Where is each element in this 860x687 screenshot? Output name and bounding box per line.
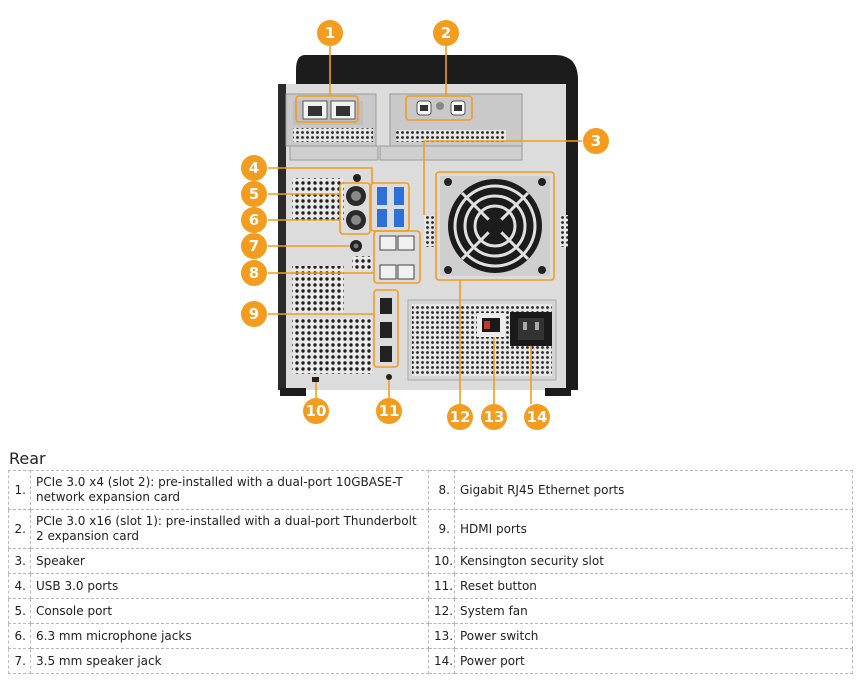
- svg-text:3: 3: [591, 132, 601, 150]
- rj45-port-icon: [397, 235, 415, 251]
- console-port: [353, 174, 361, 182]
- legend-text: 6.3 mm microphone jacks: [30, 623, 429, 649]
- svg-text:1: 1: [325, 24, 335, 42]
- pcie-slot-2: [285, 93, 379, 161]
- callout-12: 12: [447, 404, 473, 430]
- kensington-slot: [312, 377, 319, 382]
- svg-text:5: 5: [249, 185, 259, 203]
- legend-row: 2. PCIe 3.0 x16 (slot 1): pre-installed …: [8, 509, 853, 549]
- callout-6: 6: [241, 207, 267, 233]
- reset-button: [386, 374, 392, 380]
- hdmi-port-icon: [380, 298, 392, 314]
- pcie-slot-1: [379, 93, 523, 161]
- speaker-grille: [424, 215, 568, 247]
- legend-row: 6. 6.3 mm microphone jacks 13. Power swi…: [8, 623, 853, 649]
- svg-text:4: 4: [249, 159, 259, 177]
- vent-left-bottom: [292, 318, 372, 374]
- legend-number: 5.: [8, 598, 31, 624]
- microphone-jacks: [346, 186, 366, 230]
- callout-1: 1: [317, 20, 343, 46]
- legend-text: PCIe 3.0 x16 (slot 1): pre-installed wit…: [30, 509, 429, 549]
- legend-number: 8.: [428, 470, 455, 510]
- section-title: Rear: [9, 449, 46, 468]
- vent-left-small: [352, 256, 372, 270]
- legend-number: 14.: [428, 648, 455, 674]
- legend-number: 13.: [428, 623, 455, 649]
- usb-port-icon: [377, 187, 387, 205]
- thunderbolt-port-icon: [416, 100, 432, 116]
- svg-text:14: 14: [527, 408, 548, 426]
- legend-number: 11.: [428, 573, 455, 599]
- legend-number: 9.: [428, 509, 455, 549]
- svg-text:11: 11: [379, 402, 400, 420]
- svg-text:10: 10: [306, 402, 327, 420]
- thunderbolt-port-icon: [450, 100, 466, 116]
- legend-text: Kensington security slot: [454, 548, 853, 574]
- svg-text:9: 9: [249, 305, 259, 323]
- legend-text: Gigabit RJ45 Ethernet ports: [454, 470, 853, 510]
- hdmi-port-icon: [380, 346, 392, 362]
- legend-text: System fan: [454, 598, 853, 624]
- legend-number: 6.: [8, 623, 31, 649]
- svg-text:6: 6: [249, 211, 259, 229]
- legend-number: 4.: [8, 573, 31, 599]
- gigabit-ethernet-ports: [379, 235, 415, 280]
- legend-text: Console port: [30, 598, 429, 624]
- legend-text: 3.5 mm speaker jack: [30, 648, 429, 674]
- usb-port-icon: [394, 209, 404, 227]
- usb-ports: [377, 187, 404, 227]
- rj45-port-icon: [379, 235, 397, 251]
- rj45-port-icon: [302, 100, 328, 120]
- callout-11: 11: [376, 398, 402, 424]
- legend-number: 2.: [8, 509, 31, 549]
- callout-7: 7: [241, 233, 267, 259]
- callout-14: 14: [524, 404, 550, 430]
- legend-text: HDMI ports: [454, 509, 853, 549]
- usb-port-icon: [377, 209, 387, 227]
- legend-row: 1. PCIe 3.0 x4 (slot 2): pre-installed w…: [8, 470, 853, 510]
- callout-9: 9: [241, 301, 267, 327]
- rj45-port-icon: [330, 100, 356, 120]
- legend-number: 12.: [428, 598, 455, 624]
- legend-number: 1.: [8, 470, 31, 510]
- legend-number: 10.: [428, 548, 455, 574]
- legend-text: PCIe 3.0 x4 (slot 2): pre-installed with…: [30, 470, 429, 510]
- legend-row: 7. 3.5 mm speaker jack 14. Power port: [8, 648, 853, 674]
- callout-8: 8: [241, 260, 267, 286]
- callout-4: 4: [241, 155, 267, 181]
- legend-text: Reset button: [454, 573, 853, 599]
- rj45-port-icon: [379, 264, 397, 280]
- rj45-port-icon: [397, 264, 415, 280]
- svg-text:7: 7: [249, 237, 259, 255]
- legend-text: Speaker: [30, 548, 429, 574]
- svg-text:2: 2: [441, 24, 451, 42]
- legend-text: USB 3.0 ports: [30, 573, 429, 599]
- svg-text:8: 8: [249, 264, 259, 282]
- fan-icon: [440, 176, 550, 276]
- callout-2: 2: [433, 20, 459, 46]
- legend-number: 3.: [8, 548, 31, 574]
- legend-text: Power switch: [454, 623, 853, 649]
- legend-table: 1. PCIe 3.0 x4 (slot 2): pre-installed w…: [8, 470, 853, 674]
- legend-row: 4. USB 3.0 ports 11. Reset button: [8, 573, 853, 599]
- legend-text: Power port: [454, 648, 853, 674]
- callout-5: 5: [241, 181, 267, 207]
- nas-rear-diagram: 1 2 3 4 5 6 7 8 9 10 11 12 13 14: [241, 20, 609, 430]
- legend-number: 7.: [8, 648, 31, 674]
- power-supply: [407, 299, 557, 381]
- vent-left-top: [292, 178, 344, 222]
- usb-port-icon: [394, 187, 404, 205]
- vent-left-mid: [292, 266, 344, 314]
- legend-row: 3. Speaker 10. Kensington security slot: [8, 548, 853, 574]
- svg-text:13: 13: [484, 408, 505, 426]
- hdmi-port-icon: [380, 322, 392, 338]
- legend-row: 5. Console port 12. System fan: [8, 598, 853, 624]
- callout-3: 3: [583, 128, 609, 154]
- svg-text:12: 12: [450, 408, 471, 426]
- hdmi-ports: [380, 298, 392, 362]
- callout-10: 10: [303, 398, 329, 424]
- callout-13: 13: [481, 404, 507, 430]
